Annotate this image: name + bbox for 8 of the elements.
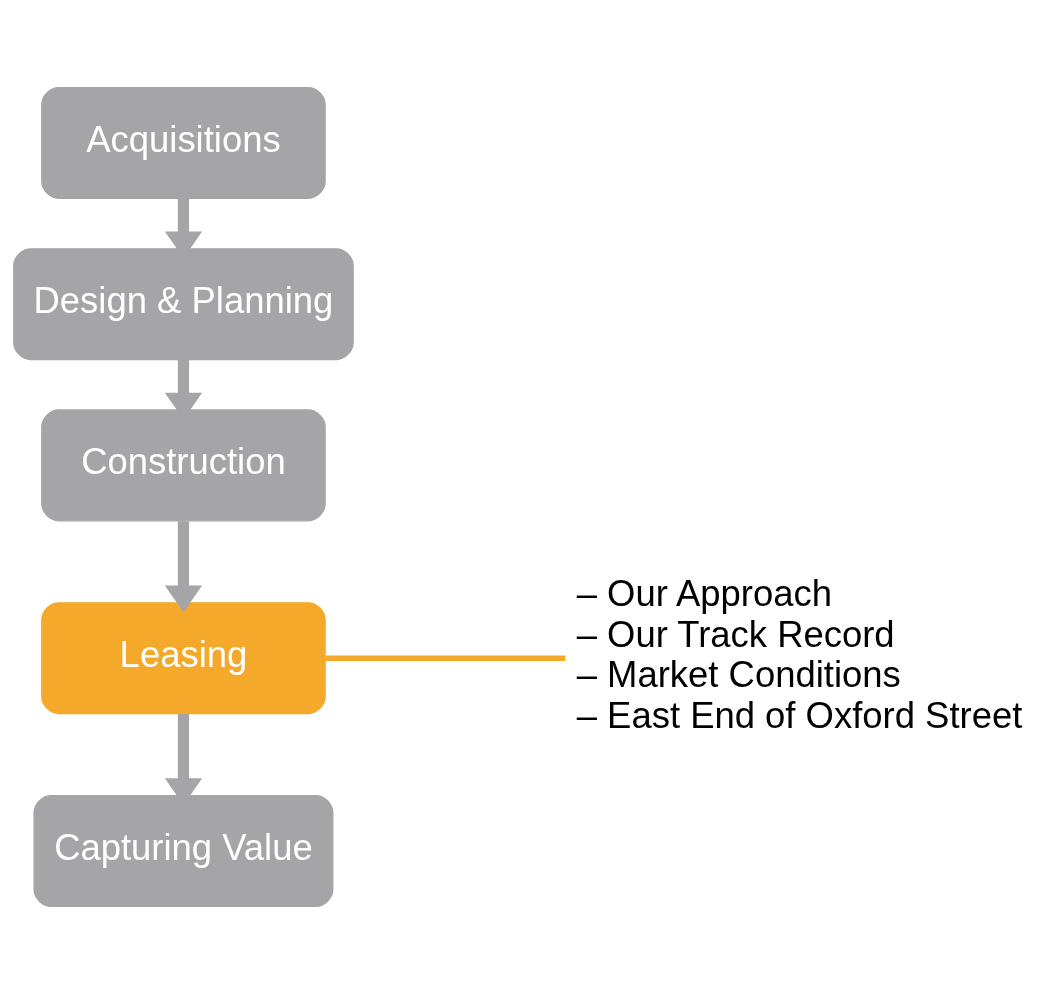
node-box: Acquisitions: [41, 86, 326, 199]
node-box: Construction: [41, 408, 326, 522]
arrow: [164, 520, 203, 612]
node-box: Capturing Value: [33, 794, 334, 907]
connector: [325, 654, 566, 661]
node-box: Leasing: [41, 601, 326, 714]
node-box: Design & Planning: [13, 247, 354, 360]
node-text: – Our Approach – Our Track Record – Market Conditions – East End of Oxford Street: [576, 572, 1023, 736]
